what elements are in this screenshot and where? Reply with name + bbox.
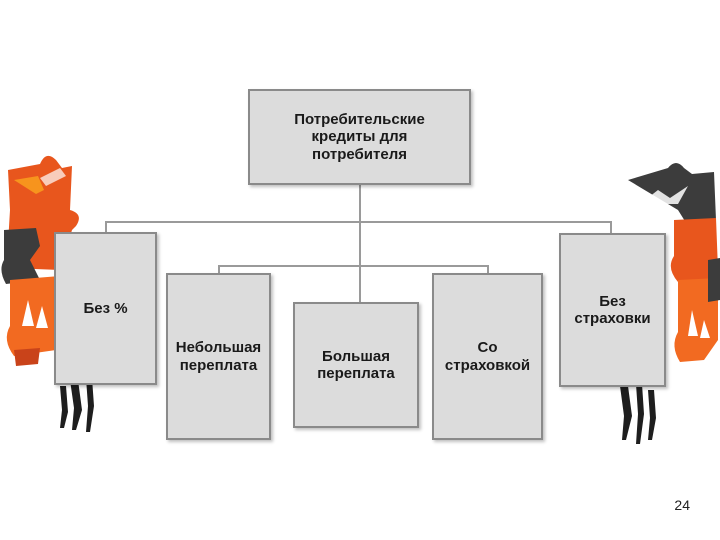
connector-inner-left-drop (218, 265, 220, 274)
outer-left-node: Без % (54, 232, 157, 385)
inner-right-node: Со страховкой (432, 273, 543, 440)
people-silhouettes (60, 378, 94, 432)
connector-inner-right-drop (487, 265, 489, 274)
puzzle-pieces (628, 163, 720, 362)
center-node: Большая переплата (293, 302, 419, 428)
left-puzzle-illustration (1, 155, 94, 432)
inner-left-node: Небольшая переплата (166, 273, 271, 440)
connector-center-down (359, 222, 361, 304)
puzzle-pieces (1, 155, 79, 366)
connector-outer-right-drop (610, 221, 612, 233)
outer-right-node: Без страховки (559, 233, 666, 387)
connector-outer-bar (105, 221, 612, 223)
connector-root-down (359, 184, 361, 222)
connector-inner-bar (218, 265, 489, 267)
right-puzzle-illustration (620, 163, 720, 444)
connector-outer-left-drop (105, 221, 107, 233)
root-node: Потребительские кредиты для потребителя (248, 89, 471, 185)
people-silhouettes (620, 384, 656, 444)
page-number: 24 (674, 497, 690, 513)
